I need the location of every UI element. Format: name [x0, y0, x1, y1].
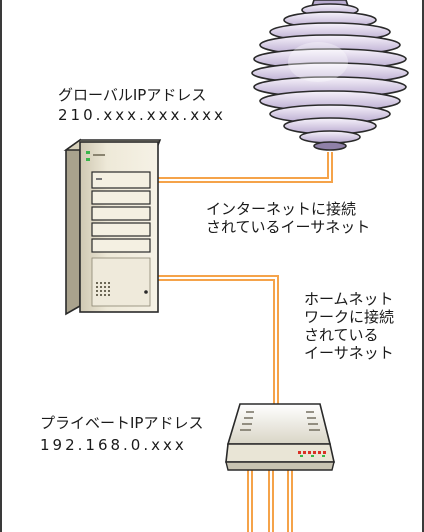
home-ethernet-label-line4: イーサネット: [304, 344, 394, 362]
ethernet-cables: [156, 152, 333, 532]
internet-ethernet-label-line2: されているイーサネット: [206, 218, 371, 236]
home-ethernet-label-line2: ワークに接続: [304, 308, 395, 326]
server-tower-icon: [63, 138, 162, 316]
internet-ethernet-cable: [156, 152, 333, 183]
internet-ethernet-label-line1: インターネットに接続: [206, 200, 357, 218]
internet-cloud-icon: [251, 0, 409, 151]
internet-ethernet-label: インターネットに接続 されているイーサネット: [206, 200, 370, 236]
global-ip-title: グローバルIPアドレス: [58, 86, 207, 104]
global-ip-value: 210.xxx.xxx.xxx: [58, 106, 226, 124]
router-icon: [225, 403, 335, 471]
private-ip-title: プライベートIPアドレス: [40, 414, 204, 432]
home-ethernet-label: ホームネット ワークに接続 されている イーサネット: [304, 290, 394, 362]
home-ethernet-cable: [156, 275, 279, 414]
home-ethernet-label-line3: されている: [304, 326, 379, 344]
private-ip-value: 192.168.0.xxx: [40, 436, 187, 454]
home-ethernet-label-line1: ホームネット: [304, 290, 394, 308]
